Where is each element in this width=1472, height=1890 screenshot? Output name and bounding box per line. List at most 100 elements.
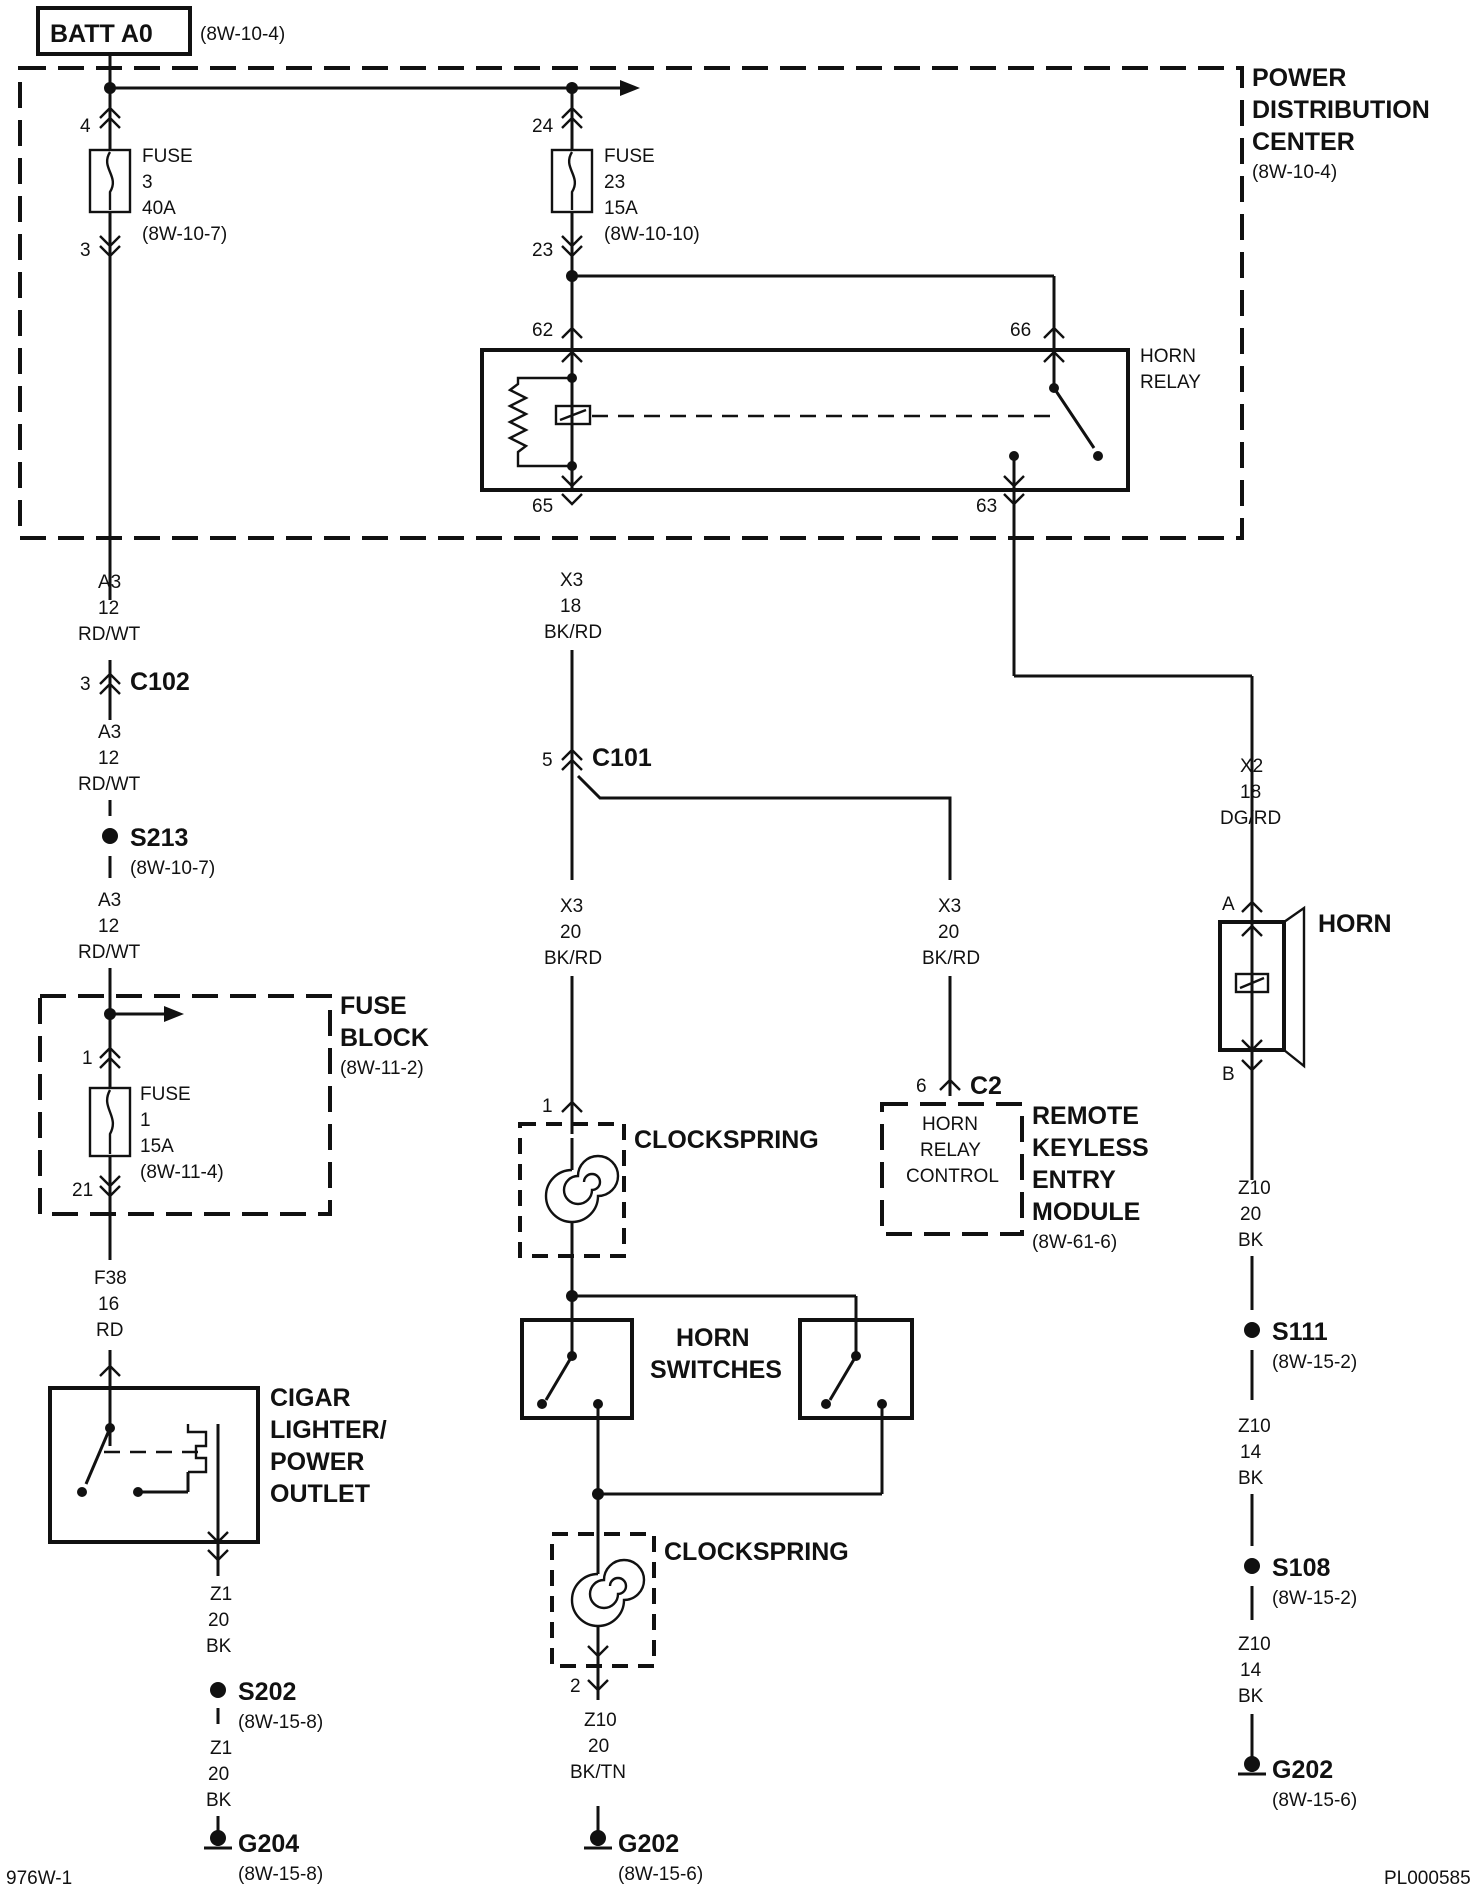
x3-20-color: BK/RD xyxy=(544,948,602,969)
z1-color-1: BK xyxy=(206,1636,232,1657)
s111-splice-dot xyxy=(1244,1322,1260,1338)
relay-pin-63: 63 xyxy=(976,496,997,517)
cigar-label-4: OUTLET xyxy=(270,1480,370,1508)
connector-chevron-icon xyxy=(1241,1059,1263,1072)
x3-20b-circuit: X3 xyxy=(938,896,961,917)
a3-color-1: RD/WT xyxy=(78,624,141,645)
connector-chevron-icon xyxy=(561,106,583,129)
z10-tn-gauge: 20 xyxy=(588,1736,609,1757)
x3-18-color: BK/RD xyxy=(544,622,602,643)
cigar-label-1: CIGAR xyxy=(270,1384,351,1412)
ground-icon xyxy=(590,1830,606,1846)
ground-icon xyxy=(210,1830,226,1846)
horn-bell-icon xyxy=(1283,905,1306,1069)
horn-pin-b: B xyxy=(1222,1064,1235,1085)
x3-20b-gauge: 20 xyxy=(938,922,959,943)
fuse1-title: FUSE xyxy=(140,1084,191,1105)
horn-switch-arm xyxy=(544,1355,574,1401)
horn-coil-icon xyxy=(1234,972,1270,994)
connector-chevron-icon xyxy=(1003,493,1025,506)
rke-label-1: REMOTE xyxy=(1032,1102,1139,1130)
fuse-element-icon xyxy=(105,1089,115,1154)
s108-label: S108 xyxy=(1272,1554,1330,1582)
fuse3-ref: (8W-10-7) xyxy=(142,224,227,245)
relay-pin-66: 66 xyxy=(1010,320,1031,341)
clockspring-spiral-icon xyxy=(570,1558,646,1628)
fuse3-pin-out: 3 xyxy=(80,240,91,261)
x3-20-circuit: X3 xyxy=(560,896,583,917)
z10-14b-gauge: 14 xyxy=(1240,1660,1262,1681)
horn-label: HORN xyxy=(1318,910,1392,938)
cigar-label-3: POWER xyxy=(270,1448,364,1476)
fuse1-amp: 15A xyxy=(140,1136,174,1157)
a3-gauge-2: 12 xyxy=(98,748,119,769)
horn-switch-arm xyxy=(828,1355,858,1401)
footer-right: PL000585 xyxy=(1384,1868,1471,1889)
fuse-block-boundary xyxy=(38,994,332,1216)
s111-ref: (8W-15-2) xyxy=(1272,1352,1357,1373)
c101-label: C101 xyxy=(592,744,652,772)
s202-splice-dot xyxy=(210,1682,226,1698)
g202-mid-ref: (8W-15-6) xyxy=(618,1864,703,1885)
g204-label: G204 xyxy=(238,1830,299,1858)
pdc-label-2: DISTRIBUTION xyxy=(1252,96,1430,124)
connector-chevron-icon xyxy=(561,326,583,339)
ground-icon xyxy=(1244,1756,1260,1772)
f38-gauge: 16 xyxy=(98,1294,119,1315)
fuse3-num: 3 xyxy=(142,172,153,193)
connector-chevron-icon xyxy=(1043,326,1065,339)
connector-chevron-icon xyxy=(1241,900,1263,913)
z1-gauge-2: 20 xyxy=(208,1764,229,1785)
clockspring-spiral-icon xyxy=(544,1154,620,1224)
fuse-block-label-1: FUSE xyxy=(340,992,407,1020)
s108-ref: (8W-15-2) xyxy=(1272,1588,1357,1609)
battery-box xyxy=(36,6,192,56)
x2-color: DG/RD xyxy=(1220,808,1281,829)
relay-coil-icon xyxy=(554,404,592,426)
s202-label: S202 xyxy=(238,1678,296,1706)
c102-pin: 3 xyxy=(80,674,91,695)
fuse3-title: FUSE xyxy=(142,146,193,167)
x3-20-gauge: 20 xyxy=(560,922,581,943)
clockspring-bottom-pin: 2 xyxy=(570,1676,581,1697)
rke-branch-wire xyxy=(576,774,952,880)
a3-color-2: RD/WT xyxy=(78,774,141,795)
relay-label-2: RELAY xyxy=(1140,372,1201,393)
s213-label: S213 xyxy=(130,824,188,852)
a3-circuit-1: A3 xyxy=(98,572,121,593)
fuse23-title: FUSE xyxy=(604,146,655,167)
connector-chevron-icon xyxy=(561,235,583,258)
s202-ref: (8W-15-8) xyxy=(238,1712,323,1733)
rke-inner-2: RELAY xyxy=(920,1140,981,1161)
connector-chevron-icon xyxy=(99,672,121,695)
fuse1-num: 1 xyxy=(140,1110,151,1131)
connector-chevron-icon xyxy=(99,106,121,129)
connector-chevron-icon xyxy=(561,748,583,771)
z10-14b-circuit: Z10 xyxy=(1238,1634,1271,1655)
connector-chevron-icon xyxy=(99,1364,121,1377)
cigar-label-2: LIGHTER/ xyxy=(270,1416,387,1444)
fuse23-amp: 15A xyxy=(604,198,638,219)
clockspring-top-label: CLOCKSPRING xyxy=(634,1126,819,1154)
fuse1-ref: (8W-11-4) xyxy=(140,1162,224,1183)
fuse-block-arrow-icon xyxy=(164,1006,184,1022)
z10-20-gauge: 20 xyxy=(1240,1204,1261,1225)
g202-right-label: G202 xyxy=(1272,1756,1333,1784)
fuse1-pin-out: 21 xyxy=(72,1180,93,1201)
horn-switches-label-2: SWITCHES xyxy=(650,1356,782,1384)
fuse23-pin-in: 24 xyxy=(532,116,554,137)
c102-label: C102 xyxy=(130,668,190,696)
resistor-icon xyxy=(507,376,572,468)
z10-tn-circuit: Z10 xyxy=(584,1710,617,1731)
pdc-ref: (8W-10-4) xyxy=(1252,162,1337,183)
horn-switches-label-1: HORN xyxy=(676,1324,750,1352)
c101-pin: 5 xyxy=(542,750,553,771)
connector-chevron-icon xyxy=(587,1679,609,1692)
s108-splice-dot xyxy=(1244,1558,1260,1574)
horn-switch-left xyxy=(520,1318,634,1420)
clockspring-top-pin: 1 xyxy=(542,1096,553,1117)
fuse-block-ref: (8W-11-2) xyxy=(340,1058,424,1079)
rke-connector: C2 xyxy=(970,1072,1002,1100)
fuse23-num: 23 xyxy=(604,172,625,193)
